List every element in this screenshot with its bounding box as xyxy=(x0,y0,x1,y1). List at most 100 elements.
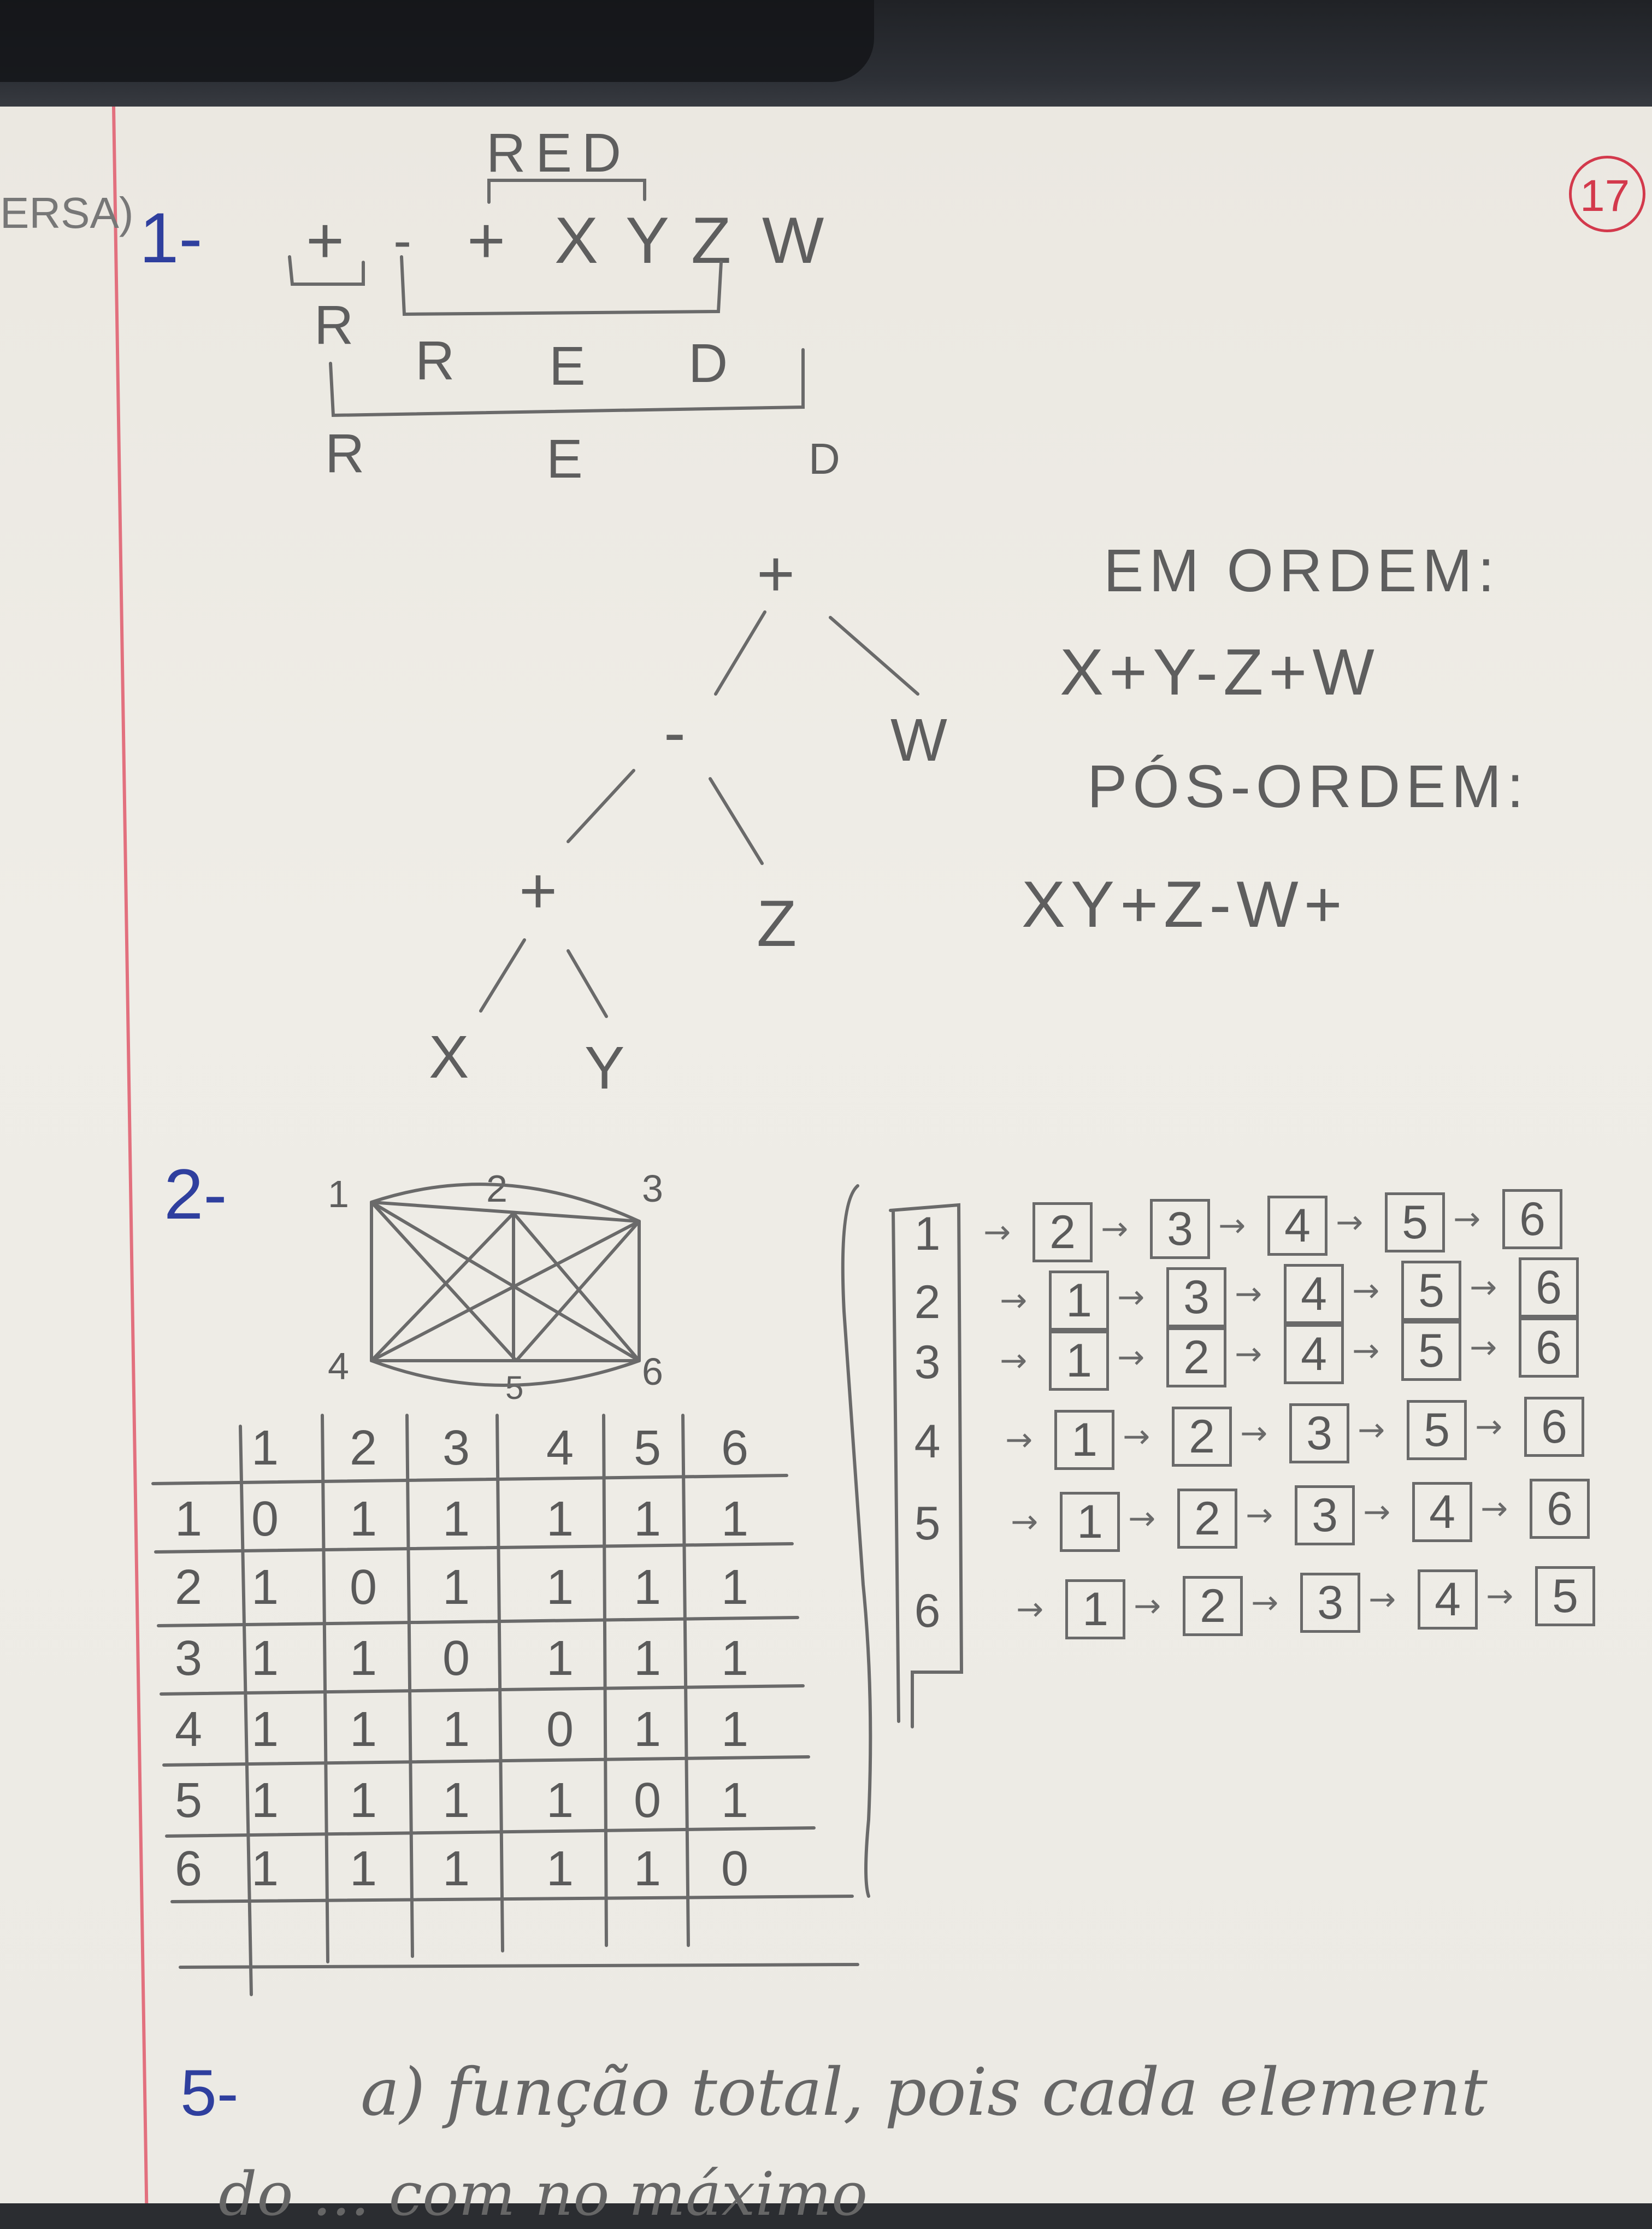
matrix-cell: 1 xyxy=(251,1841,279,1896)
prefix-token: W xyxy=(762,204,824,277)
adjacency-node: 4 xyxy=(1418,1569,1478,1630)
matrix-cell: 1 xyxy=(251,1560,279,1615)
adjacency-node: 6 xyxy=(1519,1257,1579,1318)
prefix-token: + xyxy=(306,204,345,277)
postorder-expression: XY+Z-W+ xyxy=(1022,868,1348,941)
adjacency-arrow: → xyxy=(1005,1421,1033,1459)
matrix-cell: 1 xyxy=(349,1702,377,1757)
matrix-cell: 0 xyxy=(349,1560,377,1615)
adjacency-node: 6 xyxy=(1519,1318,1579,1378)
matrix-cell: 1 xyxy=(633,1560,662,1615)
adjacency-head: 1 xyxy=(914,1207,941,1260)
adjacency-arrow: → xyxy=(1475,1408,1503,1446)
q2-number: 2- xyxy=(164,1154,227,1234)
adjacency-head: 4 xyxy=(914,1415,941,1468)
outer-label: R xyxy=(325,423,365,484)
graph-vertex-label: 3 xyxy=(642,1167,663,1210)
matrix-col-header: 5 xyxy=(633,1420,662,1475)
matrix-cell: 1 xyxy=(442,1560,470,1615)
tree-node-z: Z xyxy=(757,887,797,960)
adjacency-arrow: → xyxy=(1235,1275,1262,1313)
matrix-col-header: 1 xyxy=(251,1420,279,1475)
matrix-cell: 1 xyxy=(349,1491,377,1546)
matrix-cell: 1 xyxy=(251,1702,279,1757)
matrix-col-header: 2 xyxy=(349,1420,377,1475)
left-edge-text: ERSA) xyxy=(0,189,134,237)
inorder-expression: X+Y-Z+W xyxy=(1060,636,1380,709)
prefix-token: X xyxy=(554,204,599,277)
matrix-col-header: 4 xyxy=(546,1420,574,1475)
matrix-cell: 1 xyxy=(546,1773,574,1828)
adjacency-arrow: → xyxy=(1251,1584,1279,1622)
matrix-row-header: 5 xyxy=(174,1773,203,1828)
adjacency-arrow: → xyxy=(1486,1577,1514,1615)
matrix-cell: 1 xyxy=(546,1631,574,1686)
adjacency-node: 2 xyxy=(1183,1576,1243,1636)
adjacency-head: 5 xyxy=(914,1497,941,1550)
adjacency-node: 6 xyxy=(1502,1189,1562,1249)
adjacency-arrow: → xyxy=(1011,1503,1039,1541)
adjacency-arrow: → xyxy=(1117,1278,1145,1316)
matrix-cell: 1 xyxy=(633,1702,662,1757)
adjacency-arrow: → xyxy=(1246,1496,1273,1534)
page-number: 17 xyxy=(1580,171,1630,221)
matrix-cell: 1 xyxy=(442,1702,470,1757)
q5-answer-text: a) função total, pois cada element xyxy=(361,2055,1488,2131)
adjacency-arrow: → xyxy=(983,1213,1011,1251)
matrix-row-header: 6 xyxy=(174,1841,203,1896)
adjacency-node: 4 xyxy=(1267,1196,1328,1256)
matrix-cell: 1 xyxy=(633,1841,662,1896)
matrix-cell: 1 xyxy=(349,1773,377,1828)
adjacency-node: 2 xyxy=(1172,1407,1232,1467)
matrix-cell: 1 xyxy=(251,1631,279,1686)
matrix-cell: 0 xyxy=(546,1702,574,1757)
mid-label: D xyxy=(688,333,728,394)
adjacency-arrow: → xyxy=(1128,1499,1156,1538)
under-first-label: R xyxy=(314,295,354,356)
tree-node-plus: + xyxy=(519,854,558,927)
adjacency-arrow: → xyxy=(1336,1203,1364,1242)
adjacency-node: 3 xyxy=(1300,1573,1360,1633)
matrix-cell: 1 xyxy=(349,1841,377,1896)
matrix-cell: 0 xyxy=(721,1841,749,1896)
matrix-row-header: 2 xyxy=(174,1560,203,1615)
q1-number: 1- xyxy=(139,198,203,278)
adjacency-node: 1 xyxy=(1054,1410,1114,1470)
matrix-cell: 0 xyxy=(442,1631,470,1686)
adjacency-arrow: → xyxy=(1470,1328,1497,1367)
adjacency-arrow: → xyxy=(1134,1587,1161,1625)
adjacency-node: 4 xyxy=(1412,1482,1472,1542)
adjacency-node: 5 xyxy=(1535,1566,1595,1626)
adjacency-arrow: → xyxy=(1218,1207,1246,1245)
matrix-cell: 0 xyxy=(251,1491,279,1546)
adjacency-arrow: → xyxy=(1352,1332,1380,1370)
adjacency-node: 1 xyxy=(1060,1492,1120,1552)
adjacency-node: 5 xyxy=(1385,1192,1445,1252)
mid-label: R xyxy=(415,330,455,391)
matrix-cell: 1 xyxy=(721,1773,749,1828)
adjacency-arrow: → xyxy=(1480,1490,1508,1528)
adjacency-node: 1 xyxy=(1065,1579,1125,1639)
outer-label: E xyxy=(546,428,583,490)
adjacency-arrow: → xyxy=(1363,1493,1391,1531)
matrix-cell: 1 xyxy=(546,1841,574,1896)
desk-background xyxy=(0,0,1652,115)
matrix-cell: 1 xyxy=(442,1841,470,1896)
tree-node-x: X xyxy=(429,1024,469,1091)
graph-vertex-label: 4 xyxy=(328,1345,349,1387)
adjacency-node: 2 xyxy=(1166,1327,1226,1387)
adjacency-node: 5 xyxy=(1407,1400,1467,1460)
matrix-row-header: 1 xyxy=(174,1491,203,1546)
adjacency-arrow: → xyxy=(1453,1200,1481,1238)
inorder-title: EM ORDEM: xyxy=(1104,537,1500,604)
matrix-cell: 1 xyxy=(442,1773,470,1828)
tree-root-node: + xyxy=(757,537,795,610)
adjacency-node: 3 xyxy=(1289,1403,1349,1463)
graph-vertex-label: 5 xyxy=(505,1369,524,1406)
matrix-cell: 1 xyxy=(721,1560,749,1615)
prefix-token: + xyxy=(467,204,506,277)
adjacency-node: 4 xyxy=(1284,1324,1344,1384)
adjacency-node: 6 xyxy=(1530,1479,1590,1539)
prefix-token: Z xyxy=(691,204,731,277)
